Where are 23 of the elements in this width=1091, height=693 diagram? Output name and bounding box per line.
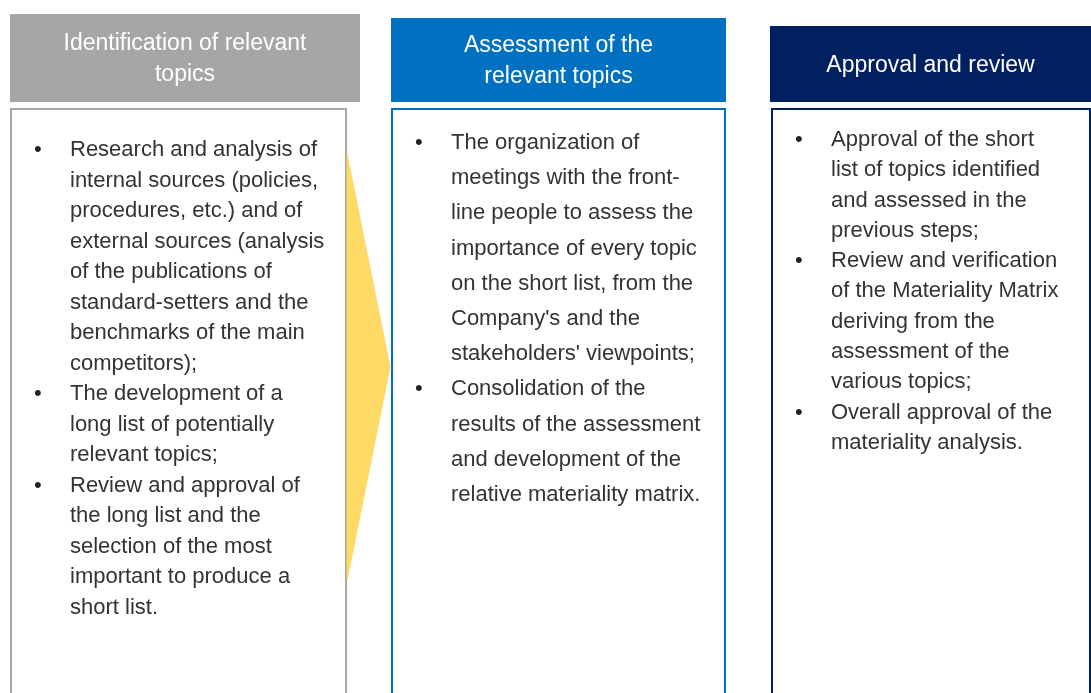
bullet-item: The organization of meetings with the front-line people to assess the importance of every topic on the short list, from the Company's and the stakeholders' viewpoints; bbox=[451, 128, 698, 368]
bullet-marker: • bbox=[795, 397, 803, 426]
content-panel bbox=[10, 108, 347, 693]
bullet-item: Review and approval of the long list and the selection of the most important to produce a short list. bbox=[70, 470, 301, 621]
bullet-item: Research and analysis of internal sources (policies, procedures, etc.) and of external sources (analysis of the publications of standard-setters and the benchmarks of the main competitors); bbox=[70, 135, 326, 377]
bullet-item: Review and verification of the Materiality Matrix deriving from the assessment of the various topics; bbox=[831, 246, 1060, 396]
bullet-marker: • bbox=[34, 379, 42, 407]
bullet-marker: • bbox=[415, 128, 423, 156]
header-box: Approval and review bbox=[770, 26, 1091, 102]
bullet-item: Approval of the short list of topics identified and assessed in the previous steps; bbox=[831, 125, 1042, 244]
bullet-item: Overall approval of the materiality analysis. bbox=[831, 397, 1054, 456]
bullet-item: Consolidation of the results of the assessment and development of the relative materiality matrix. bbox=[451, 374, 702, 509]
header-box: Identification of relevant topics bbox=[10, 14, 360, 102]
bullet-marker: • bbox=[34, 470, 42, 499]
bullet-marker: • bbox=[795, 125, 803, 153]
bullet-item: The development of a long list of potentially relevant topics; bbox=[70, 379, 284, 468]
content-panel bbox=[771, 108, 1091, 693]
content-panel bbox=[391, 108, 726, 693]
bullet-marker: • bbox=[795, 246, 803, 275]
chevron-arrow bbox=[346, 153, 391, 581]
bullet-marker: • bbox=[415, 374, 423, 403]
header-box: Assessment of the relevant topics bbox=[391, 18, 726, 102]
bullet-marker: • bbox=[34, 135, 42, 163]
